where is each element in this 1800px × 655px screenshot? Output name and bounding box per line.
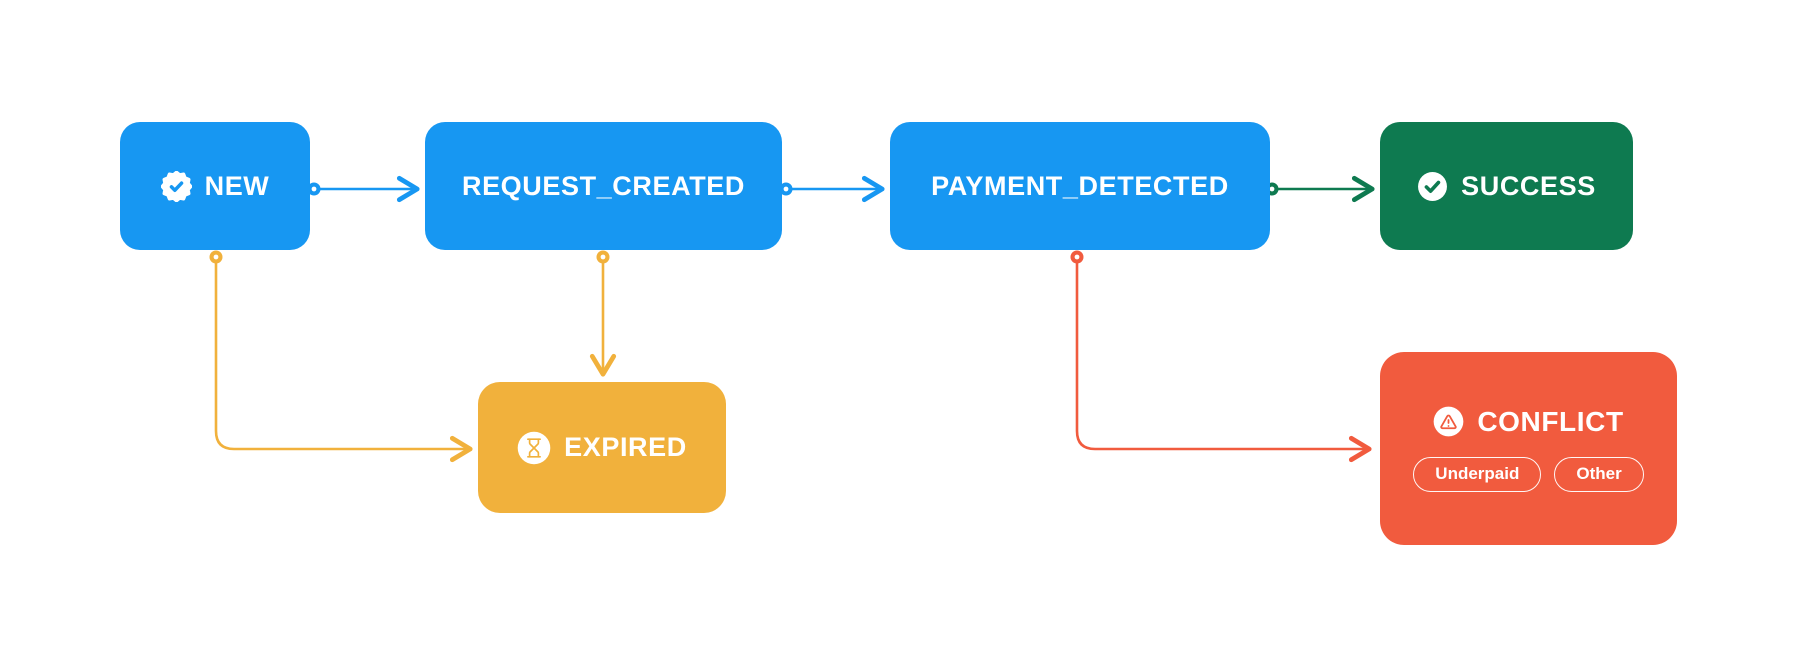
node-new[interactable]: NEW [120,122,310,250]
handle-new-source-right[interactable] [307,182,321,196]
handle-payment-detected-source-bottom[interactable] [1070,250,1084,264]
hourglass-icon [517,431,551,465]
node-label: PAYMENT_DETECTED [931,170,1229,201]
node-label: SUCCESS [1461,170,1596,201]
node-expired[interactable]: EXPIRED [478,382,726,513]
alert-triangle-icon [1433,406,1464,437]
handle-request-created-source-right[interactable] [779,182,793,196]
edge-new-to-expired [214,257,473,463]
node-payment-detected[interactable]: PAYMENT_DETECTED [890,122,1270,250]
handle-request-created-source-bottom[interactable] [596,250,610,264]
conflict-tag-row: Underpaid Other [1413,456,1644,492]
edge-payment-detected-to-conflict [1075,257,1372,463]
node-request-created[interactable]: REQUEST_CREATED [425,122,782,250]
node-label: EXPIRED [564,432,687,462]
check-circle-icon [1417,171,1448,202]
node-label: CONFLICT [1477,405,1624,437]
node-label: NEW [204,170,270,201]
node-success[interactable]: SUCCESS [1380,122,1633,250]
tag-underpaid[interactable]: Underpaid [1413,456,1542,492]
badge-check-icon [160,170,192,202]
node-conflict[interactable]: CONFLICT Underpaid Other [1380,352,1677,545]
conflict-title-row: CONFLICT [1433,406,1623,438]
handle-new-source-bottom[interactable] [209,250,223,264]
node-label: REQUEST_CREATED [461,170,746,201]
tag-other[interactable]: Other [1554,456,1644,492]
